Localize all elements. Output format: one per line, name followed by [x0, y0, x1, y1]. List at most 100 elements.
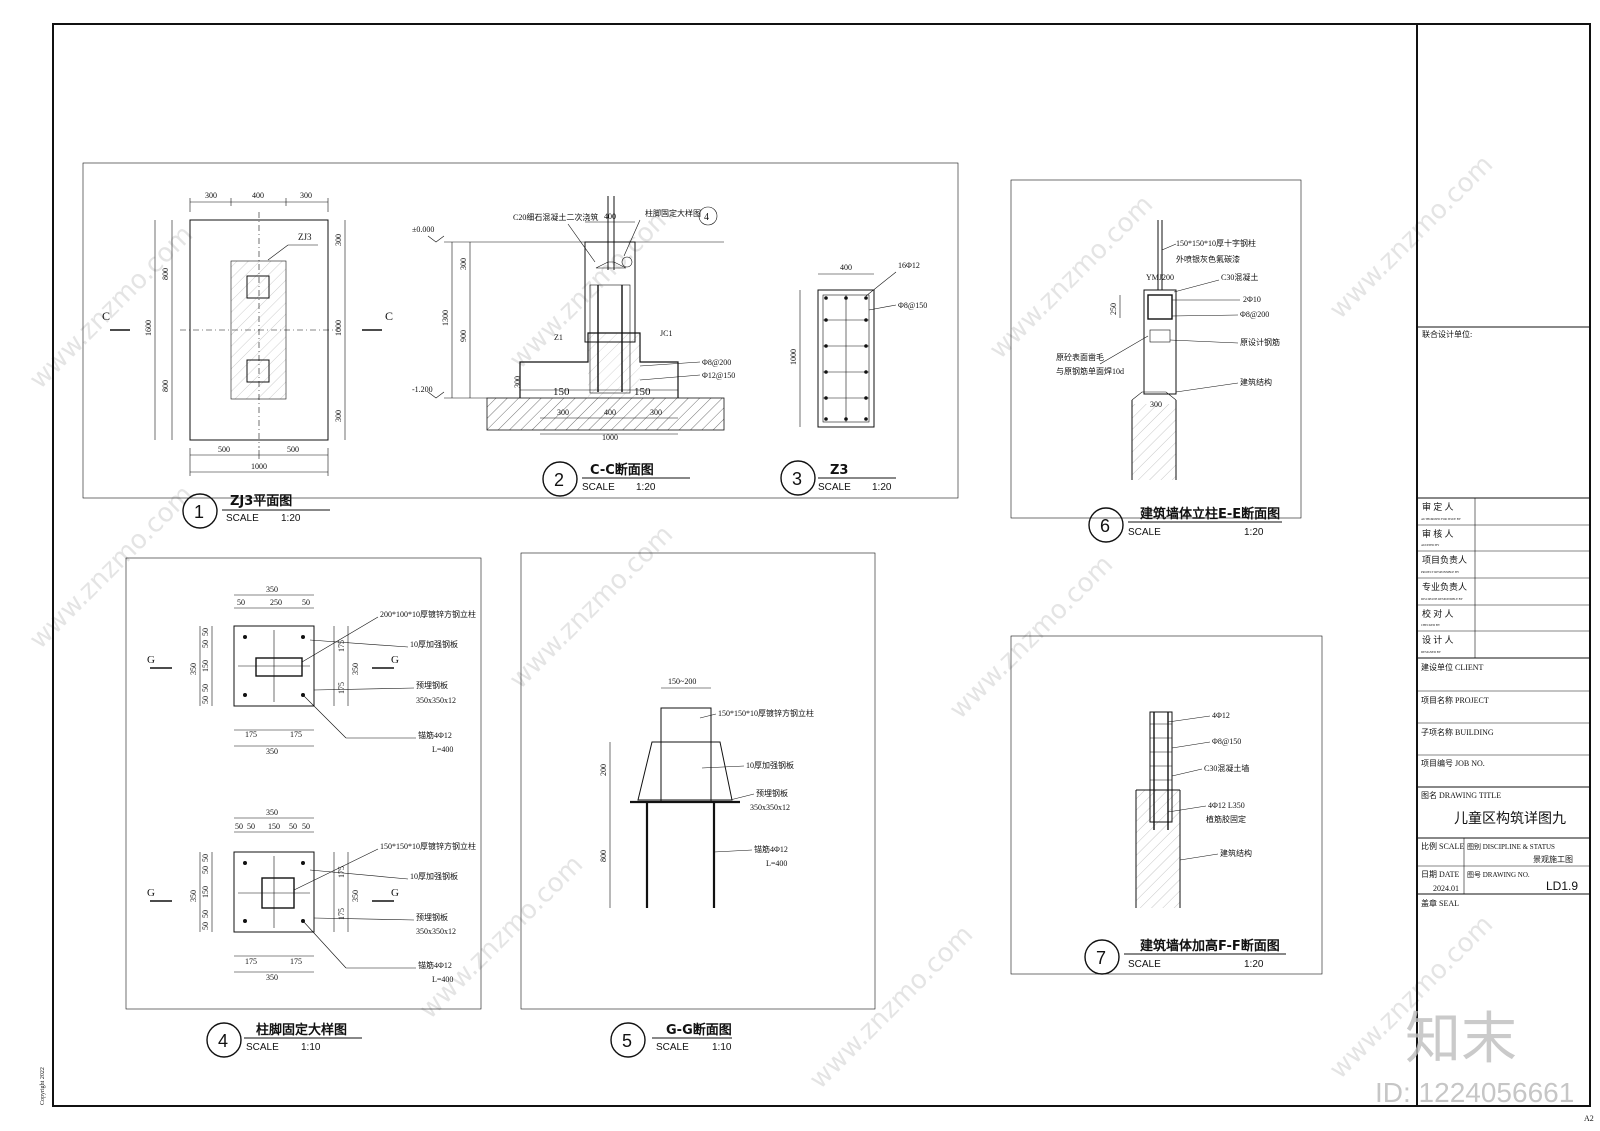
- svg-text:50: 50: [201, 640, 210, 648]
- svg-text:景观施工图: 景观施工图: [1533, 854, 1573, 864]
- svg-text:锚筋4Φ12: 锚筋4Φ12: [754, 844, 788, 854]
- svg-text:350: 350: [266, 808, 278, 817]
- svg-text:比例 SCALE: 比例 SCALE: [1421, 841, 1464, 851]
- svg-text:建筑墙体加高F-F断面图: 建筑墙体加高F-F断面图: [1140, 938, 1280, 954]
- svg-text:50: 50: [235, 822, 243, 831]
- svg-text:-1.200: -1.200: [412, 385, 433, 394]
- detail-7-ff-section: 4Φ12 Φ8@150 C30混凝土墙 4Φ12 L350 植筋胶固定 建筑结构…: [1084, 711, 1286, 975]
- svg-text:50: 50: [201, 866, 210, 874]
- svg-text:C: C: [385, 309, 393, 323]
- svg-text:Φ8@200: Φ8@200: [1240, 310, 1269, 319]
- svg-text:175: 175: [337, 908, 346, 920]
- svg-text:4: 4: [218, 1031, 228, 1051]
- svg-text:1000: 1000: [789, 349, 798, 365]
- svg-text:350: 350: [266, 585, 278, 594]
- svg-text:SCALE: SCALE: [1128, 527, 1161, 538]
- svg-text:350: 350: [189, 890, 198, 902]
- svg-text:350: 350: [351, 663, 360, 675]
- svg-text:7: 7: [1096, 948, 1106, 968]
- svg-text:1000: 1000: [251, 462, 267, 471]
- svg-text:JC1: JC1: [660, 329, 672, 338]
- svg-text:300: 300: [334, 410, 343, 422]
- svg-text:与原钢筋单面焊10d: 与原钢筋单面焊10d: [1056, 366, 1124, 376]
- svg-text:500: 500: [218, 445, 230, 454]
- svg-text:300: 300: [650, 408, 662, 417]
- svg-text:400: 400: [604, 408, 616, 417]
- watermark-text: www.znzmo.com: [24, 220, 199, 395]
- svg-text:300: 300: [334, 234, 343, 246]
- svg-text:项目编号 JOB NO.: 项目编号 JOB NO.: [1421, 758, 1485, 768]
- svg-text:1:20: 1:20: [872, 482, 892, 493]
- svg-text:150: 150: [553, 386, 570, 398]
- svg-text:2: 2: [554, 470, 564, 490]
- svg-text:150*150*10厚十字钢柱: 150*150*10厚十字钢柱: [1176, 238, 1256, 248]
- svg-text:4Φ12: 4Φ12: [1212, 711, 1230, 720]
- svg-text:C20细石混凝土二次浇筑: C20细石混凝土二次浇筑: [513, 212, 598, 222]
- svg-text:原设计钢筋: 原设计钢筋: [1240, 337, 1280, 347]
- svg-text:150: 150: [634, 386, 651, 398]
- svg-text:Z3: Z3: [830, 463, 848, 478]
- partner-label: 联合设计单位:: [1422, 329, 1472, 339]
- svg-text:400: 400: [840, 263, 852, 272]
- svg-text:锚筋4Φ12: 锚筋4Φ12: [418, 960, 452, 970]
- svg-text:Φ8@150: Φ8@150: [1212, 737, 1241, 746]
- svg-text:1:20: 1:20: [1244, 527, 1264, 538]
- svg-text:300: 300: [557, 408, 569, 417]
- svg-text:1:20: 1:20: [1244, 959, 1264, 970]
- svg-text:1000: 1000: [334, 320, 343, 336]
- svg-text:350: 350: [351, 890, 360, 902]
- svg-text:50: 50: [201, 696, 210, 704]
- svg-text:50: 50: [201, 910, 210, 918]
- sheet-frame: [52, 23, 1591, 1107]
- svg-text:50: 50: [247, 822, 255, 831]
- svg-text:150~200: 150~200: [668, 677, 696, 686]
- svg-text:ZJ3: ZJ3: [298, 232, 312, 242]
- svg-text:350x350x12: 350x350x12: [750, 803, 790, 812]
- svg-text:400: 400: [252, 191, 264, 200]
- svg-text:建筑墙体立柱E-E断面图: 建筑墙体立柱E-E断面图: [1140, 506, 1280, 522]
- drawing-title: 儿童区构筑详图九: [1454, 810, 1566, 827]
- svg-text:50: 50: [201, 628, 210, 636]
- svg-text:SCALE: SCALE: [1128, 959, 1161, 970]
- svg-text:建筑结构: 建筑结构: [1240, 377, 1272, 387]
- svg-text:200: 200: [599, 764, 608, 776]
- svg-text:项目名称 PROJECT: 项目名称 PROJECT: [1421, 695, 1489, 705]
- svg-text:审 核 人: 审 核 人: [1422, 528, 1454, 539]
- svg-text:AUDITED BY: AUDITED BY: [1421, 543, 1440, 547]
- watermark-text: www.znzmo.com: [504, 520, 679, 695]
- svg-text:1:20: 1:20: [636, 482, 656, 493]
- detail-2-cc-section: ±0.000 -1.200 300 900 1300 300 400 300 4…: [412, 196, 735, 497]
- svg-text:175: 175: [245, 957, 257, 966]
- svg-text:50: 50: [302, 598, 310, 607]
- svg-text:1: 1: [194, 502, 204, 522]
- svg-text:图号 DRAWING NO.: 图号 DRAWING NO.: [1467, 871, 1530, 879]
- svg-text:50: 50: [237, 598, 245, 607]
- svg-text:CHECKED BY: CHECKED BY: [1421, 623, 1441, 627]
- svg-text:175: 175: [337, 682, 346, 694]
- svg-text:300: 300: [513, 376, 522, 388]
- svg-text:原砼表面凿毛: 原砼表面凿毛: [1056, 352, 1104, 362]
- svg-text:1:20: 1:20: [281, 513, 301, 524]
- svg-text:Φ8@150: Φ8@150: [898, 301, 927, 310]
- detail-6-ee-section: 250 300 150*150*10厚十字钢柱 外喷银灰色氟碳漆 YMJ200 …: [1056, 220, 1282, 543]
- svg-text:项目负责人: 项目负责人: [1422, 554, 1467, 565]
- svg-text:350x350x12: 350x350x12: [416, 696, 456, 705]
- svg-text:L=400: L=400: [432, 975, 453, 984]
- detail-5-gg-section: 150~200 200 800 150*150*10厚镀锌方钢立柱 10厚加强钢…: [599, 677, 814, 1058]
- svg-text:SCALE: SCALE: [246, 1042, 279, 1053]
- svg-text:6: 6: [1100, 516, 1110, 536]
- svg-text:审 定 人: 审 定 人: [1422, 501, 1454, 512]
- svg-text:1:10: 1:10: [712, 1042, 732, 1053]
- svg-text:C: C: [102, 309, 110, 323]
- svg-text:L=400: L=400: [432, 745, 453, 754]
- svg-text:500: 500: [287, 445, 299, 454]
- svg-text:175: 175: [245, 730, 257, 739]
- title-block: 联合设计单位: 审 定 人 AUTHORIZED FOR ISSUE BY 审 …: [1417, 326, 1590, 908]
- drawing-number: LD1.9: [1546, 879, 1578, 893]
- svg-text:4: 4: [704, 212, 709, 223]
- svg-text:Z1: Z1: [554, 333, 563, 342]
- svg-text:150: 150: [201, 886, 210, 898]
- svg-text:175: 175: [337, 640, 346, 652]
- svg-text:1600: 1600: [144, 320, 153, 336]
- svg-text:预埋钢板: 预埋钢板: [416, 912, 448, 922]
